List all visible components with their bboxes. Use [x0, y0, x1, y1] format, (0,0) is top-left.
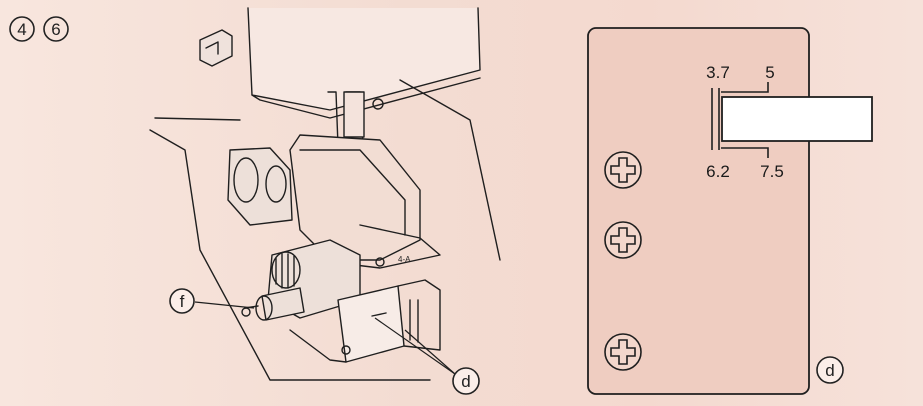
machine-casting-right	[399, 79, 501, 261]
detail-screw-3	[604, 333, 642, 371]
callout-d-right-label: d	[825, 361, 834, 380]
machine-base-line	[289, 329, 347, 363]
feed-plate	[329, 224, 441, 269]
machine-housing-edge	[251, 77, 481, 119]
presser-screw	[372, 98, 384, 110]
step-badge-6: 6	[43, 16, 69, 42]
callout-d-right: d	[816, 356, 844, 384]
blade-plate	[337, 285, 405, 363]
blade-plate-screw	[341, 345, 351, 355]
machine-illustration: 4-A	[149, 7, 501, 381]
scale-label-top-right: 5	[765, 63, 774, 82]
plate-mark: 4-A	[398, 255, 411, 264]
machine-upper-housing	[247, 7, 481, 111]
blade-housing	[397, 279, 441, 351]
scale-leader-top	[721, 82, 769, 93]
cutter-knob	[271, 251, 301, 289]
presser-block	[343, 91, 365, 138]
scale-marks	[711, 82, 769, 158]
adjuster-screw-head	[255, 295, 273, 321]
detail-screw-2	[604, 221, 642, 259]
machine-hook	[199, 29, 233, 67]
detail-screw-1	[604, 151, 642, 189]
step-badge-4-label: 4	[17, 20, 26, 39]
scale-label-bottom-left: 6.2	[706, 162, 730, 181]
callout-d-left-label: d	[461, 372, 470, 391]
scale-leader-bottom	[721, 147, 769, 158]
callout-f-label: f	[180, 292, 185, 311]
adjuster-screw-end	[241, 307, 251, 317]
left-knob-2	[265, 165, 287, 203]
presser-foot	[289, 134, 421, 261]
machine-casting-top	[154, 117, 241, 121]
scale-label-top-left: 3.7	[706, 63, 730, 82]
detail-slot	[721, 96, 873, 142]
plate-screw	[375, 257, 385, 267]
blade-housing-detail	[409, 299, 419, 343]
cutter-knob-knurl	[275, 253, 295, 289]
callout-f: f	[169, 288, 255, 314]
step-badge-6-label: 6	[51, 20, 60, 39]
machine-hook-detail	[205, 41, 219, 55]
presser-foot-inner	[299, 149, 406, 236]
blade-plate-detail: 3.7 5 6.2 7.5 d	[587, 27, 873, 395]
callout-d-left: d	[374, 317, 480, 395]
left-knob-housing	[227, 147, 293, 226]
adjuster-screw-body	[261, 287, 305, 321]
blade-plate-slot	[371, 312, 387, 317]
step-badge-4: 4	[9, 16, 35, 42]
left-knob	[233, 157, 259, 203]
scale-label-bottom-right: 7.5	[760, 162, 784, 181]
machine-casting-outline	[149, 129, 431, 381]
